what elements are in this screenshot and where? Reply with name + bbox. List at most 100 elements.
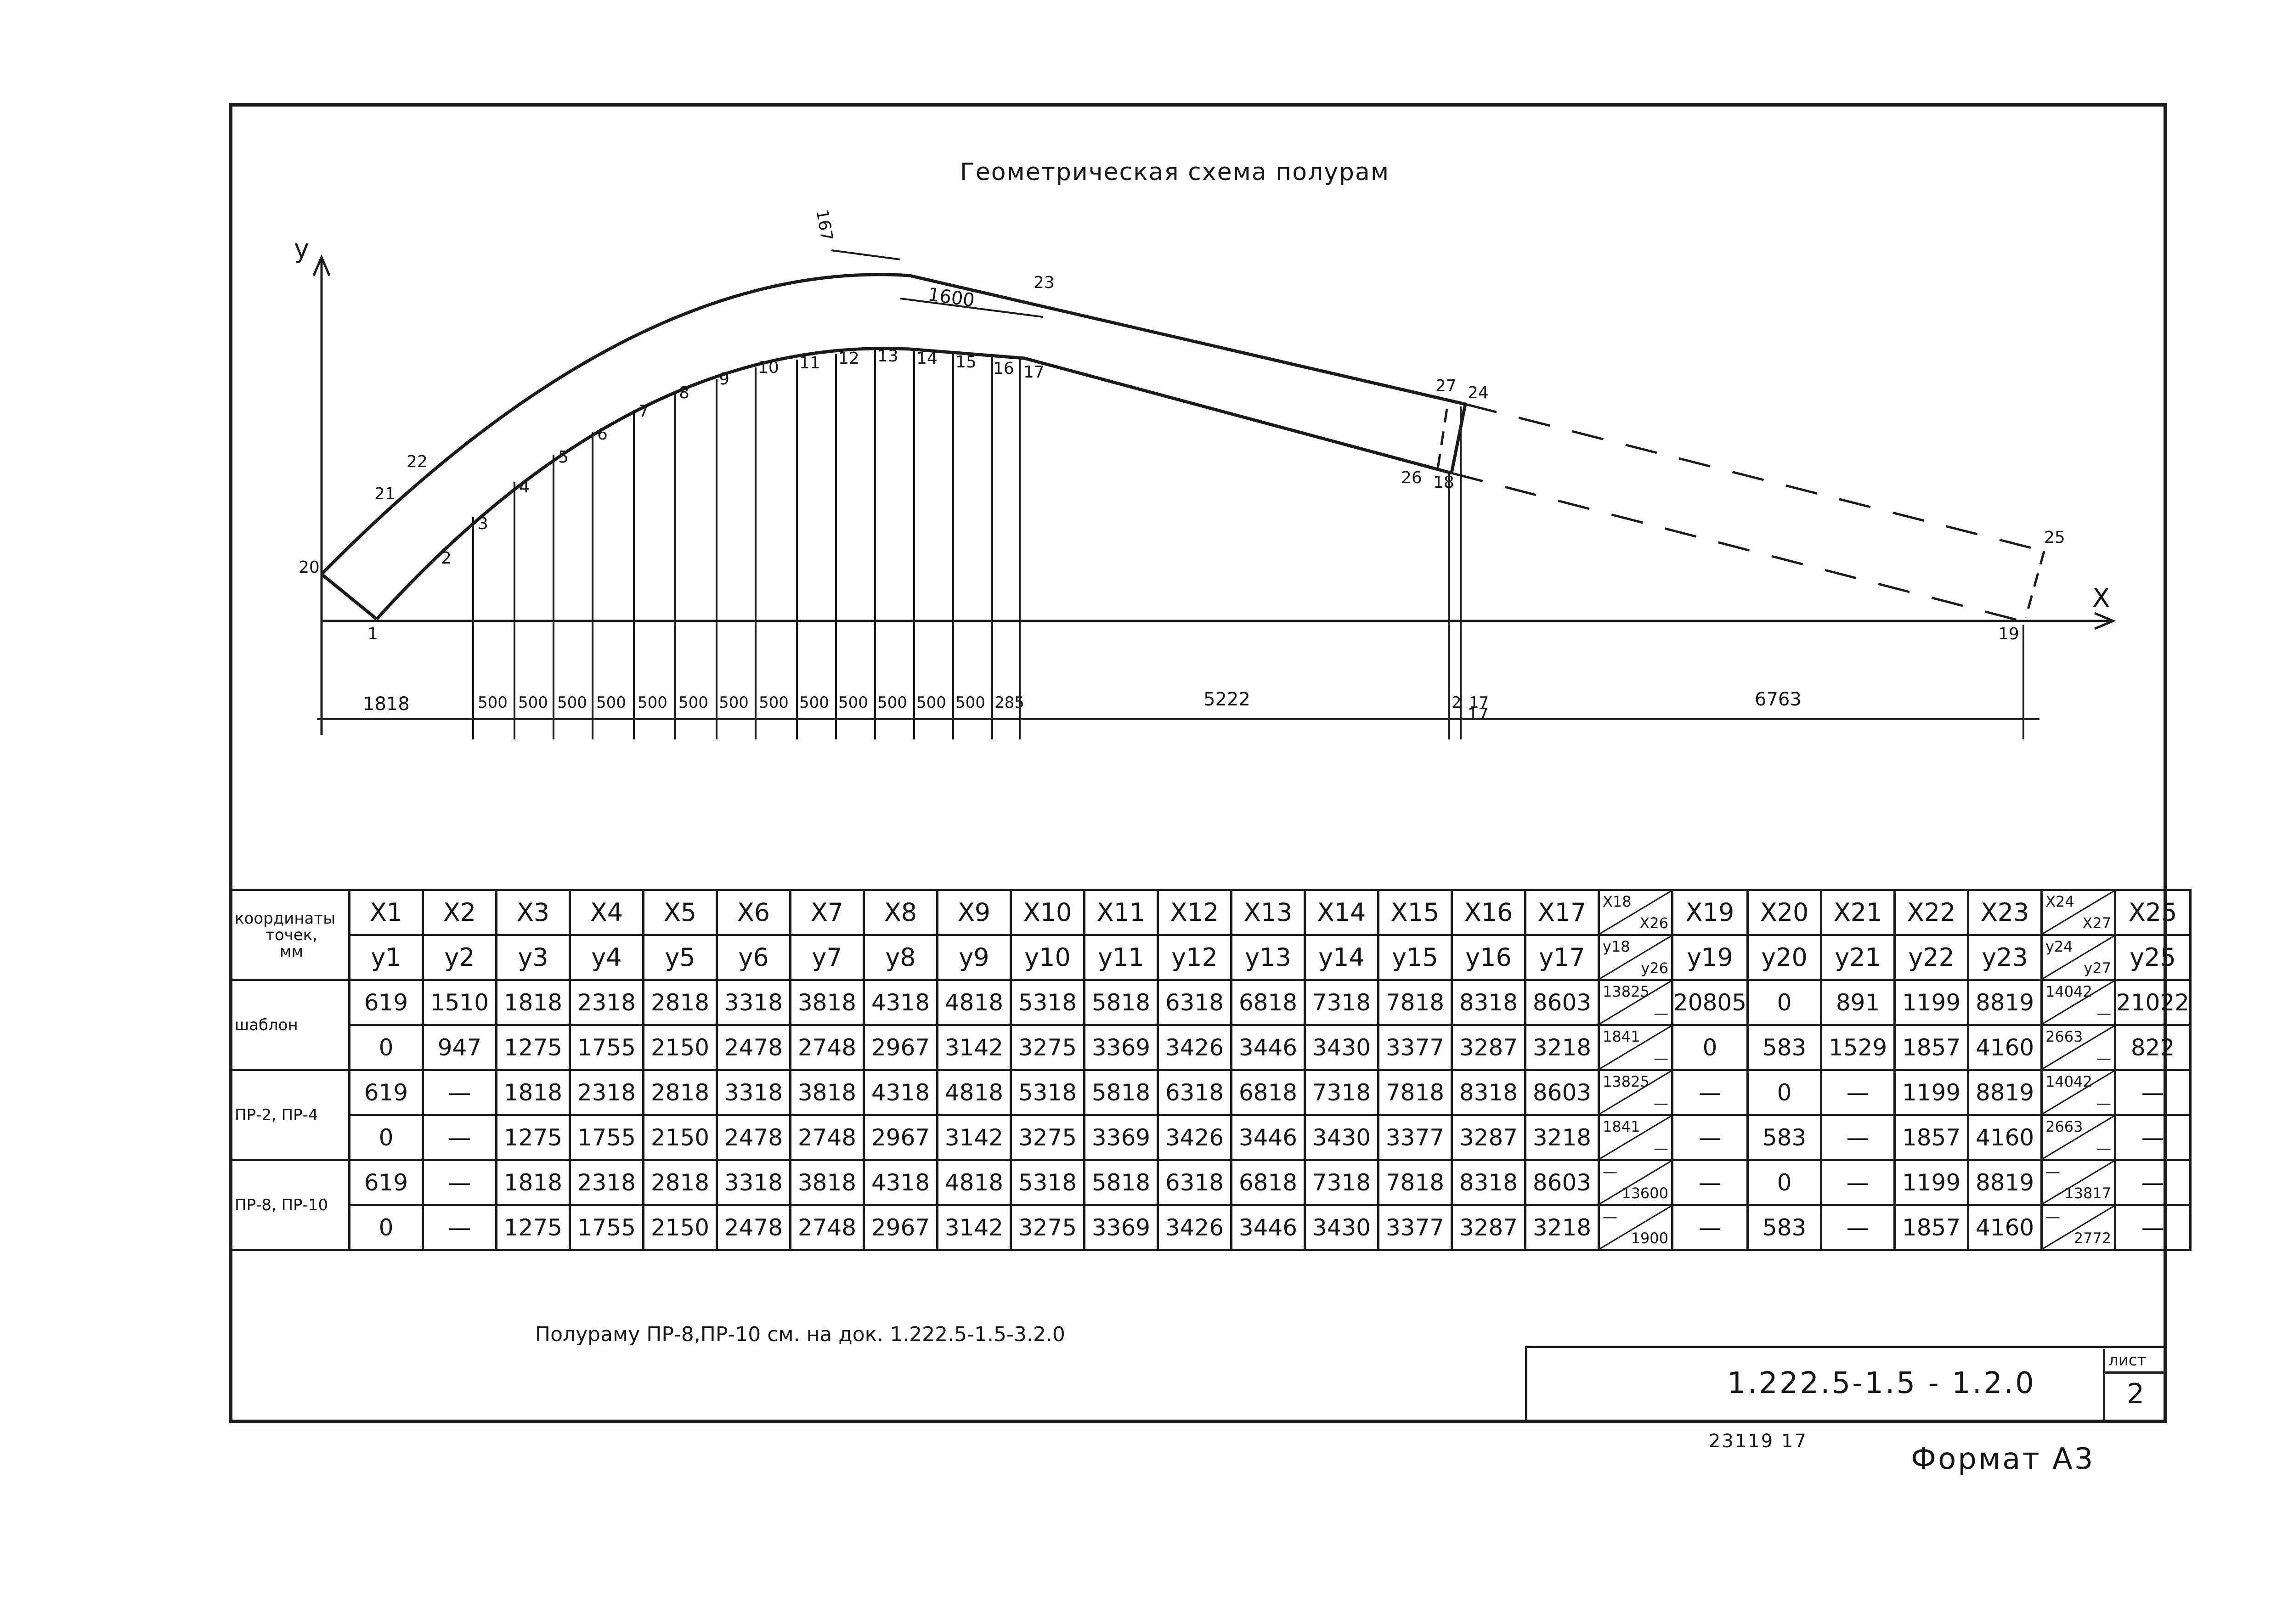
table-cell: — xyxy=(1671,1204,1749,1251)
cell-top: — xyxy=(1603,1163,1617,1180)
table-cell: 2478 xyxy=(716,1024,791,1071)
table-cell: y15 xyxy=(1377,934,1453,981)
table-cell: 3218 xyxy=(1524,1204,1600,1251)
point-label: 19 xyxy=(1998,625,2019,643)
dim-label: 500 xyxy=(799,694,829,712)
point-label: 5 xyxy=(558,448,569,467)
table-cell: 8819 xyxy=(1967,1069,2043,1116)
table-cell: 619 xyxy=(348,979,424,1026)
table-cell: — xyxy=(422,1069,497,1116)
cell-top: 14042 xyxy=(2045,983,2092,1000)
table-cell: y14 xyxy=(1304,934,1379,981)
group-name: ПР-2, ПР-4 xyxy=(230,1069,350,1161)
table-cell: 3218 xyxy=(1524,1114,1600,1161)
table-cell: 6318 xyxy=(1157,1159,1232,1206)
table-cell: 1510 xyxy=(422,979,497,1026)
point-label: 14 xyxy=(916,349,938,368)
table-cell: 1857 xyxy=(1893,1024,1970,1071)
table-cell: 2318 xyxy=(569,1159,644,1206)
table-cell: 3318 xyxy=(716,979,791,1026)
table-cell-split: 14042— xyxy=(2040,979,2117,1026)
table-cell: y1 xyxy=(348,934,424,981)
point-label: 15 xyxy=(955,353,977,372)
table-cell: 3142 xyxy=(936,1114,1012,1161)
group-name: шаблон xyxy=(230,979,350,1071)
table-cell-split: —13600 xyxy=(1598,1159,1673,1206)
table-cell: X9 xyxy=(936,889,1012,936)
table-cell: 4318 xyxy=(863,979,938,1026)
dim-label: 500 xyxy=(719,694,749,712)
format-label: Формат А3 xyxy=(1911,1442,2095,1476)
table-cell: — xyxy=(2114,1114,2192,1161)
table-cell: — xyxy=(422,1114,497,1161)
slope-dim-line xyxy=(831,249,901,260)
point-label: 10 xyxy=(758,358,779,377)
table-cell: 2967 xyxy=(863,1204,938,1251)
table-cell: 2967 xyxy=(863,1024,938,1071)
table-cell: 4160 xyxy=(1967,1204,2043,1251)
table-cell: 1818 xyxy=(495,1159,571,1206)
table-cell: 2150 xyxy=(642,1024,718,1071)
table-cell: 2150 xyxy=(642,1204,718,1251)
table-cell: 3446 xyxy=(1230,1204,1306,1251)
table-cell-split: —13817 xyxy=(2040,1159,2117,1206)
table-cell: 3275 xyxy=(1010,1024,1085,1071)
table-cell: 1857 xyxy=(1893,1204,1970,1251)
dim-label: 1818 xyxy=(363,694,410,715)
table-cell: 1199 xyxy=(1893,979,1970,1026)
table-cell: 1529 xyxy=(1820,1024,1896,1071)
table-cell: X2 xyxy=(422,889,497,936)
table-cell: X3 xyxy=(495,889,571,936)
table-cell: 1857 xyxy=(1893,1114,1970,1161)
point-label: 7 xyxy=(638,402,649,421)
table-cell: 7318 xyxy=(1304,1159,1379,1206)
table-cell: 7318 xyxy=(1304,979,1379,1026)
table-cell: 7818 xyxy=(1377,979,1453,1026)
cell-top: 14042 xyxy=(2045,1073,2092,1090)
table-cell: X21 xyxy=(1820,889,1896,936)
point-label: 12 xyxy=(838,349,859,368)
dim-label: 500 xyxy=(916,694,946,712)
table-cell: 6318 xyxy=(1157,979,1232,1026)
table-cell: 2478 xyxy=(716,1204,791,1251)
table-cell: 3426 xyxy=(1157,1204,1232,1251)
table-cell: y16 xyxy=(1451,934,1526,981)
table-cell: 1755 xyxy=(569,1114,644,1161)
cell-top: 1841 xyxy=(1603,1028,1640,1045)
cell-bottom: — xyxy=(2096,1004,2112,1022)
table-cell-split: 13825— xyxy=(1598,979,1673,1026)
table-cell: 1755 xyxy=(569,1204,644,1251)
table-cell: 583 xyxy=(1746,1204,1823,1251)
table-cell: 5818 xyxy=(1083,1159,1159,1206)
point-label: 2 xyxy=(441,549,452,568)
row-header-line: координаты xyxy=(235,909,336,928)
point-label: 3 xyxy=(478,514,488,533)
table-cell: 4160 xyxy=(1967,1024,2043,1071)
table-cell: X19 xyxy=(1671,889,1749,936)
cell-bottom: — xyxy=(2096,1094,2112,1112)
cell-bottom: y26 xyxy=(1641,959,1668,977)
table-cell: 3377 xyxy=(1377,1024,1453,1071)
table-cell: X14 xyxy=(1304,889,1379,936)
table-cell-split: —2772 xyxy=(2040,1204,2117,1251)
table-cell: 3818 xyxy=(789,979,865,1026)
table-cell: 2818 xyxy=(642,1069,718,1116)
dim-label: 500 xyxy=(955,694,985,712)
table-cell: 822 xyxy=(2114,1024,2192,1071)
dim-label: 500 xyxy=(518,694,548,712)
table-cell: X5 xyxy=(642,889,718,936)
sheet-box xyxy=(2103,1349,2167,1423)
support-end xyxy=(320,573,378,620)
table-cell: 2748 xyxy=(789,1114,865,1161)
table-cell: — xyxy=(1820,1159,1896,1206)
table-cell: 3430 xyxy=(1304,1204,1379,1251)
table-cell: 3426 xyxy=(1157,1114,1232,1161)
cell-bottom: X27 xyxy=(2082,914,2112,932)
table-cell: — xyxy=(2114,1204,2192,1251)
dim-label: 500 xyxy=(478,694,508,712)
